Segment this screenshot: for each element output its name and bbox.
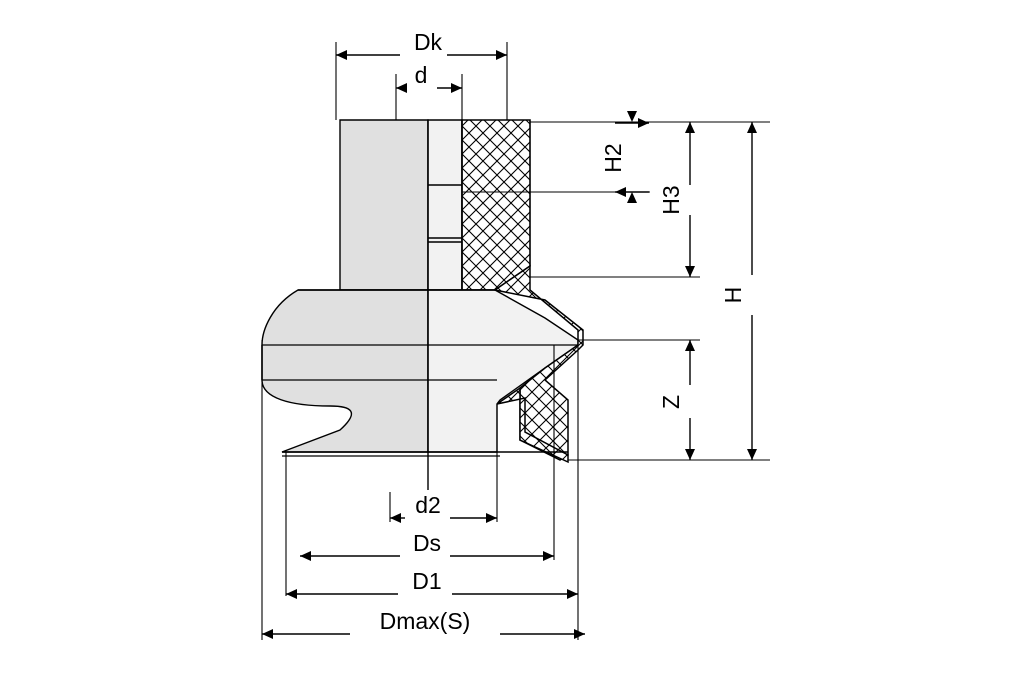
threaded-insert-hatch — [461, 119, 531, 291]
label-h3: H3 — [658, 185, 684, 214]
ah-h3-top — [685, 122, 695, 133]
ah-h3-bottom — [685, 266, 695, 277]
label-dk: Dk — [414, 29, 443, 55]
label-d: d — [415, 62, 428, 88]
ah-z-bottom — [685, 449, 695, 460]
ah-z-top — [685, 340, 695, 351]
fitting-left-body — [339, 119, 429, 291]
ah-h-top — [747, 122, 757, 133]
cup-body-geometry — [261, 119, 584, 490]
label-h: H — [720, 287, 746, 304]
bellows-left — [261, 289, 429, 453]
fitting-right-bore — [427, 119, 463, 291]
label-dmax: Dmax(S) — [380, 608, 471, 634]
ah-h2-top — [627, 111, 637, 122]
label-d2: d2 — [415, 492, 441, 518]
ah-h-bottom — [747, 449, 757, 460]
vertical-arrowheads — [627, 111, 757, 460]
label-h2: H2 — [600, 143, 626, 172]
label-ds: Ds — [413, 530, 441, 556]
label-d1: D1 — [412, 568, 441, 594]
ah-h2-bottom — [627, 192, 637, 203]
dimension-arrows — [262, 50, 753, 639]
label-z: Z — [658, 395, 684, 409]
lower-lip-right-hatch — [496, 386, 569, 464]
